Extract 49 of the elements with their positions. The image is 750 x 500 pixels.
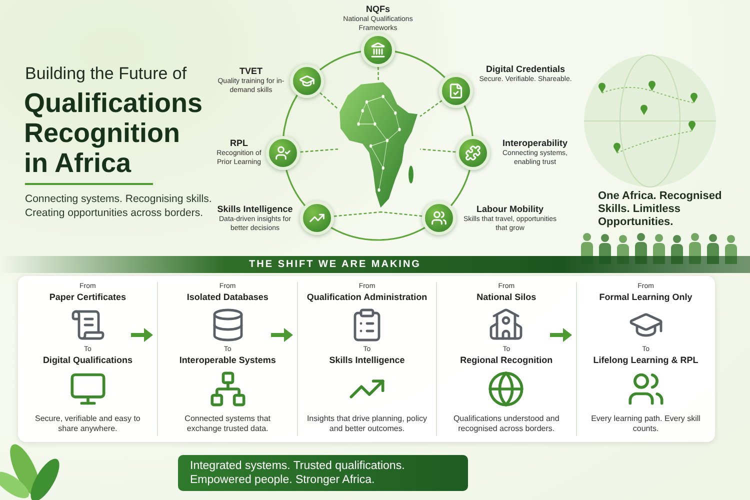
dashed-connector <box>420 148 456 153</box>
description: Every learning path. Every skill counts. <box>590 414 702 434</box>
dashed-connector <box>420 100 442 117</box>
ring-connector <box>282 94 298 136</box>
ring-connector <box>286 170 306 206</box>
description: Insights that drive planning, policy and better outcomes. <box>306 414 428 434</box>
tagline: One Africa. Recognised Skills. Limitless Opportunities. <box>598 190 723 229</box>
feature-heading: RPL <box>229 138 249 149</box>
ring-connector <box>450 170 470 206</box>
icon-circle <box>361 33 395 67</box>
from-heading: Paper Certificates <box>49 291 126 303</box>
description: Connected systems that exchange trusted data. <box>184 414 272 434</box>
to-heading: Interoperable Systems <box>179 354 276 366</box>
subtitle: Connecting systems. Recognising skills. Creating opportunities across borders. <box>25 192 213 220</box>
ring-connector <box>319 50 362 70</box>
feature-heading: NQFs <box>364 4 391 15</box>
feature-heading: Labour Mobility <box>476 204 544 215</box>
description: Qualifications understood and recognised across borders. <box>452 414 560 434</box>
icon-circle <box>266 136 300 170</box>
icon-circle <box>290 64 324 98</box>
to-heading: Skills Intelligence <box>329 354 405 366</box>
ring-connector <box>464 105 474 136</box>
icon-circle <box>422 200 456 235</box>
overline: Building the Future of <box>25 64 187 84</box>
dashed-connector <box>320 92 338 110</box>
title: Qualifications Recognition in Africa <box>24 88 204 178</box>
to-heading: Digital Qualifications <box>42 354 132 366</box>
icon-circle <box>456 136 490 170</box>
feature-heading: Skills Intelligence <box>216 204 294 215</box>
feature-heading: TVET <box>238 66 264 77</box>
dashed-connector <box>378 67 379 80</box>
description: Secure, verifiable and easy to share anywhere. <box>34 414 142 434</box>
feature-heading: Interoperability <box>501 138 568 149</box>
icon-circle <box>300 200 334 235</box>
to-heading: Lifelong Learning & RPL <box>593 354 698 366</box>
ring-connector <box>394 50 446 78</box>
dashed-connector <box>300 148 338 153</box>
from-heading: Qualification Administration <box>306 291 428 303</box>
from-heading: Formal Learning Only <box>599 291 692 303</box>
from-heading: National Silos <box>476 291 536 303</box>
ring-connector <box>330 226 426 241</box>
footer-text: Integrated systems. Trusted qualifications. Empowered people. Stronger Africa. <box>190 459 406 487</box>
icon-circle <box>438 74 473 108</box>
from-heading: Isolated Databases <box>186 291 268 303</box>
dashed-connector <box>380 211 422 217</box>
feature-heading: Digital Credentials <box>484 64 566 75</box>
dashed-connector <box>334 211 382 217</box>
section-heading: THE SHIFT WE ARE MAKING <box>249 259 421 270</box>
to-heading: Regional Recognition <box>460 354 553 366</box>
